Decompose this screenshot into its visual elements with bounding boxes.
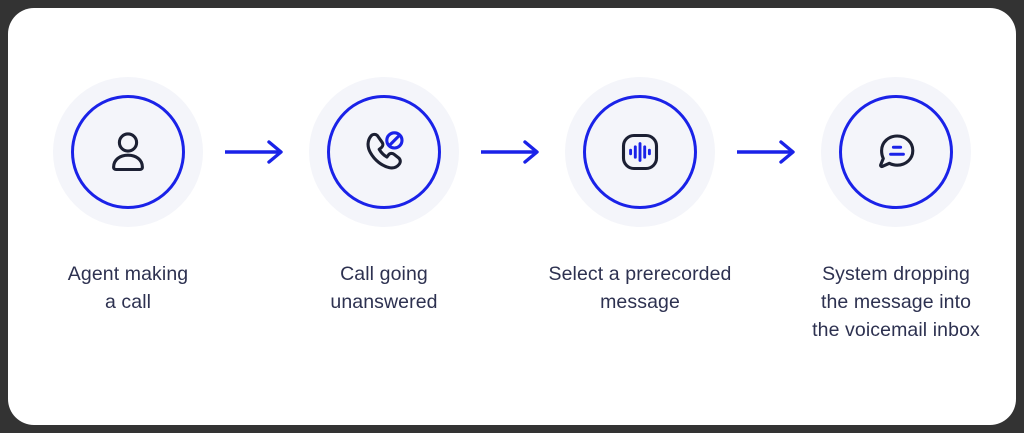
arrow-right-icon <box>225 140 283 164</box>
flow-connector-2 <box>469 77 555 227</box>
audio-waveform-message-icon <box>621 133 659 171</box>
chat-bubble-message-icon <box>879 134 915 169</box>
arrow-right-icon <box>737 140 795 164</box>
icon-ring-3 <box>583 95 697 209</box>
flow-step-3-caption: Select a prerecorded message <box>548 263 732 313</box>
flow-step-4-caption: System dropping the message into the voi… <box>812 263 980 341</box>
flow-step-1-caption: Agent making a call <box>67 263 189 313</box>
icon-halo-3 <box>565 77 715 227</box>
flow-connector-1 <box>213 77 299 227</box>
diagram-card: Agent making a call Call going unanswere… <box>8 8 1016 425</box>
user-person-icon <box>112 132 144 172</box>
flow-connector-3 <box>725 77 811 227</box>
flow-step-2: Call going unanswered <box>291 77 477 316</box>
flow-step-1: Agent making a call <box>35 77 221 316</box>
icon-halo-4 <box>821 77 971 227</box>
flow-step-3: Select a prerecorded message <box>547 77 733 316</box>
phone-call-blocked-icon <box>366 131 404 170</box>
flow-step-4: System dropping the message into the voi… <box>803 77 989 344</box>
icon-ring-2 <box>327 95 441 209</box>
icon-ring-1 <box>71 95 185 209</box>
process-flow: Agent making a call Call going unanswere… <box>8 8 1016 425</box>
icon-halo-2 <box>309 77 459 227</box>
arrow-right-icon <box>481 140 539 164</box>
icon-halo-1 <box>53 77 203 227</box>
flow-step-2-caption: Call going unanswered <box>330 263 438 313</box>
icon-ring-4 <box>839 95 953 209</box>
